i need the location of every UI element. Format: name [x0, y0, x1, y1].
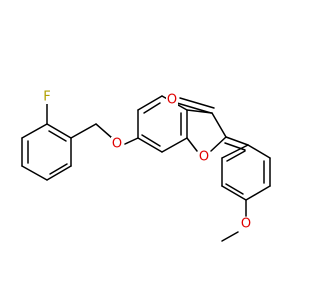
bond: [124, 137, 139, 145]
o-ether-atom: O: [111, 137, 123, 152]
molecule-diagram: O O O O F: [21, 90, 271, 242]
bond: [46, 165, 72, 181]
bond: [21, 123, 48, 139]
o-methoxy-label: O: [241, 217, 251, 232]
bond: [210, 136, 227, 152]
bond: [49, 163, 68, 175]
o-methoxy-atom: O: [240, 217, 252, 232]
bond: [70, 123, 97, 139]
o-ring-atom: O: [198, 150, 210, 165]
bond: [95, 123, 113, 139]
atom-label-background: [166, 93, 178, 107]
o-ring-label: O: [199, 150, 209, 165]
bond: [21, 165, 48, 181]
atom-layer: O O O O F: [41, 90, 252, 232]
o-ketone-label: O: [167, 93, 177, 108]
bond: [221, 231, 239, 242]
atom-label-background: [111, 137, 123, 151]
o-ketone-atom: O: [166, 93, 178, 108]
atom-label-background: [198, 150, 210, 164]
bond: [48, 130, 67, 142]
bond: [161, 137, 188, 153]
bond: [137, 137, 163, 153]
bond: [211, 112, 227, 138]
atom-label-background: [240, 217, 252, 231]
bond: [137, 95, 163, 111]
bond: [221, 185, 247, 201]
bond: [143, 102, 161, 114]
f-fluoro-label: F: [43, 90, 50, 105]
bond: [225, 183, 244, 195]
bond: [247, 144, 271, 159]
o-ether-label: O: [112, 137, 122, 152]
bond: [221, 144, 249, 159]
f-fluoro-atom: F: [41, 90, 53, 105]
bond: [176, 102, 212, 114]
bond: [226, 150, 246, 162]
bond: [186, 137, 198, 152]
bond: [46, 123, 72, 139]
bond-layer: [21, 95, 271, 242]
bond: [225, 136, 249, 146]
structure-canvas: O O O O F: [21, 89, 271, 242]
bond: [245, 185, 271, 201]
bond: [141, 134, 161, 147]
bond: [179, 97, 215, 109]
bond: [224, 142, 246, 151]
atom-label-background: [41, 90, 53, 104]
